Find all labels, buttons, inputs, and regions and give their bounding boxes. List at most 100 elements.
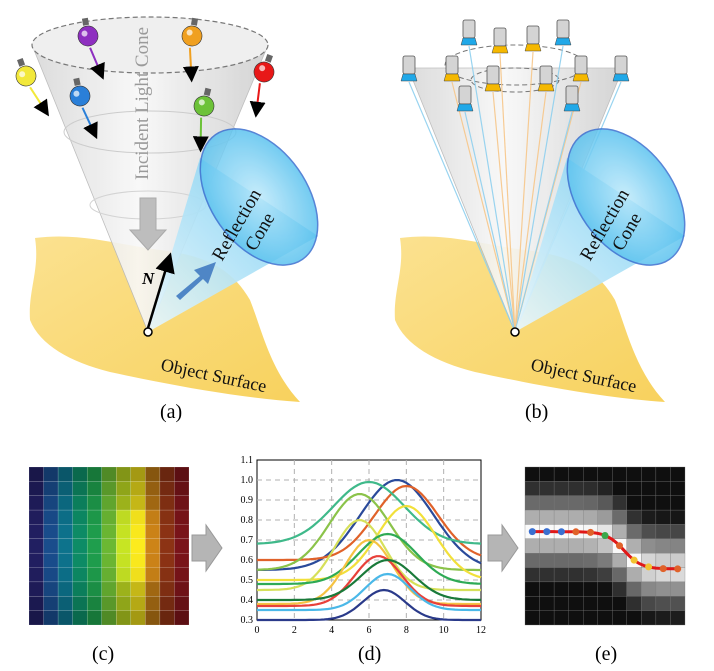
- grid-cell: [101, 581, 117, 597]
- grid-cell: [145, 495, 161, 511]
- grid-cell: [159, 481, 175, 496]
- curve-point: [587, 528, 594, 536]
- reflection-cone-mouth-a: [199, 128, 319, 266]
- grid-cell: [72, 481, 88, 496]
- series-line: [256, 493, 481, 572]
- grid-cell: [130, 567, 146, 583]
- grayscale-grid: [524, 466, 686, 626]
- reflection-arrow-a: [176, 262, 216, 300]
- grid-cell: [101, 495, 117, 511]
- grid-cell: [43, 610, 59, 626]
- incident-cone-label: Incident Light Cone: [132, 27, 153, 180]
- grid-cell: [57, 596, 73, 611]
- curve-point: [601, 532, 609, 539]
- grid-cell: [145, 509, 161, 525]
- grid-cell: [553, 495, 569, 511]
- grid-cell: [670, 481, 686, 496]
- camera-icon: [456, 85, 474, 112]
- grid-cell: [28, 581, 44, 597]
- panel-a: Incident Light Cone Reflection Cone N Ob…: [15, 16, 319, 423]
- grid-cell: [568, 610, 584, 626]
- grid-cell: [539, 596, 555, 611]
- grid-cell: [145, 567, 161, 583]
- camera-body: [402, 55, 416, 75]
- grid-cell: [57, 509, 73, 525]
- series-line: [257, 555, 481, 608]
- grid-cell: [553, 481, 569, 496]
- camera-ray: [492, 91, 516, 333]
- grid-cell: [553, 553, 569, 568]
- camera-icon: [572, 55, 590, 82]
- caption-c: (c): [92, 643, 114, 665]
- light-bulb-icon: [69, 77, 98, 140]
- grid-cell: [612, 495, 627, 511]
- x-tick-label: 4: [329, 625, 334, 636]
- grid-cell: [72, 495, 88, 511]
- camera-ray: [408, 81, 516, 333]
- grid-cell: [101, 567, 117, 583]
- camera-lens: [612, 73, 630, 82]
- grid-cell: [159, 466, 175, 482]
- grid-cell: [641, 524, 657, 539]
- camera-ray: [464, 111, 516, 333]
- grid-cell: [72, 581, 88, 597]
- grid-cell: [86, 610, 102, 626]
- series-line: [257, 532, 482, 586]
- grid-cell: [116, 538, 132, 554]
- surface-point-a: [143, 327, 153, 337]
- series-line: [257, 558, 481, 602]
- grid-cell: [174, 481, 190, 496]
- camera-icon: [554, 19, 572, 46]
- grid-cell: [597, 610, 613, 626]
- grid-cell: [626, 495, 642, 511]
- grid-cell: [524, 581, 540, 597]
- curve-point: [659, 565, 667, 573]
- x-tick-label: 12: [476, 625, 486, 636]
- grid-cell: [524, 509, 540, 525]
- grid-cell: [524, 481, 540, 496]
- camera-lens: [456, 103, 474, 112]
- camera-icon: [524, 25, 542, 52]
- grid-cell: [568, 553, 584, 568]
- grid-cell: [174, 581, 190, 597]
- grid-cell: [174, 538, 190, 554]
- grid-cell: [583, 610, 598, 626]
- grid-cell: [116, 495, 132, 511]
- grid-cell: [28, 509, 44, 525]
- grid-cell: [72, 567, 88, 583]
- grid-cell: [159, 552, 175, 568]
- series-line: [257, 504, 482, 582]
- grid-cell: [116, 466, 132, 482]
- grid-cell: [43, 466, 59, 482]
- grid-cell: [159, 538, 175, 554]
- bulb-socket: [17, 58, 26, 67]
- bulb-socket: [190, 17, 199, 26]
- grid-cell: [670, 596, 686, 611]
- grid-cell: [539, 466, 555, 482]
- grid-cell: [641, 538, 657, 554]
- panel-e: (e): [524, 466, 686, 665]
- grid-cell: [612, 466, 627, 482]
- light-ray-arrow: [182, 47, 199, 83]
- grid-cell: [583, 495, 598, 511]
- grid-cell: [86, 466, 102, 482]
- y-tick-label: 0.5: [241, 575, 254, 586]
- series-line: [257, 484, 482, 562]
- grid-cell: [539, 495, 555, 511]
- grid-cell: [101, 552, 117, 568]
- bulb-highlight: [186, 29, 193, 36]
- grid-cell: [670, 524, 686, 539]
- camera-body: [462, 19, 476, 39]
- grid-cell: [641, 466, 657, 482]
- camera-icon: [460, 19, 478, 46]
- grid-cell: [28, 567, 44, 583]
- grid-cell: [524, 495, 540, 511]
- grid-cell: [626, 596, 642, 611]
- grid-cell: [159, 509, 175, 525]
- grid-cell: [568, 481, 584, 496]
- grid-cell: [57, 495, 73, 511]
- camera-body: [614, 55, 628, 75]
- camera-icon: [443, 55, 461, 82]
- grid-cell: [159, 610, 175, 626]
